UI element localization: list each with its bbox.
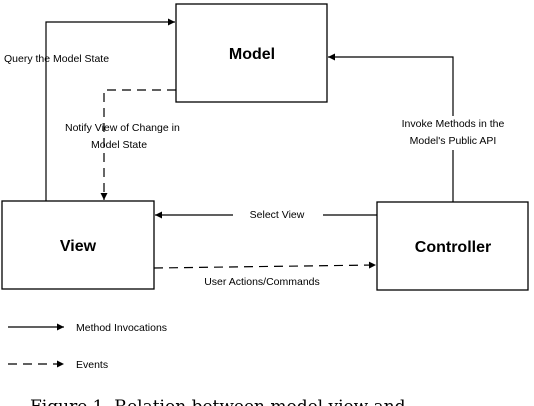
user-actions-label: User Actions/Commands [204,276,320,288]
notify-view-label-line2: Model State [91,139,147,151]
select-view-label-bg [233,207,323,222]
invoke-methods-label-bg [391,116,515,150]
view-label: View [60,238,97,255]
notify-view-label-line1: Notify View of Change in [65,122,180,134]
invoke-methods-label-line1: Invoke Methods in the [402,118,505,130]
invoke-methods-label-line2: Model's Public API [410,135,497,147]
model-box [175,3,328,103]
notify-view-arrow [100,89,176,200]
controller-label: Controller [415,239,491,256]
model-label: Model [229,46,275,63]
legend-events: Events [76,359,108,371]
figure-caption: Figure 1. Relation between model view an… [30,397,406,406]
query-model-label: Query the Model State [4,53,109,65]
invoke-methods-arrow [328,53,454,202]
user-actions-arrow [153,261,377,269]
select-view-label: Select View [250,209,305,221]
view-box [1,200,155,290]
legend-method-invocations: Method Invocations [76,322,167,334]
query-model-arrow [45,18,175,201]
